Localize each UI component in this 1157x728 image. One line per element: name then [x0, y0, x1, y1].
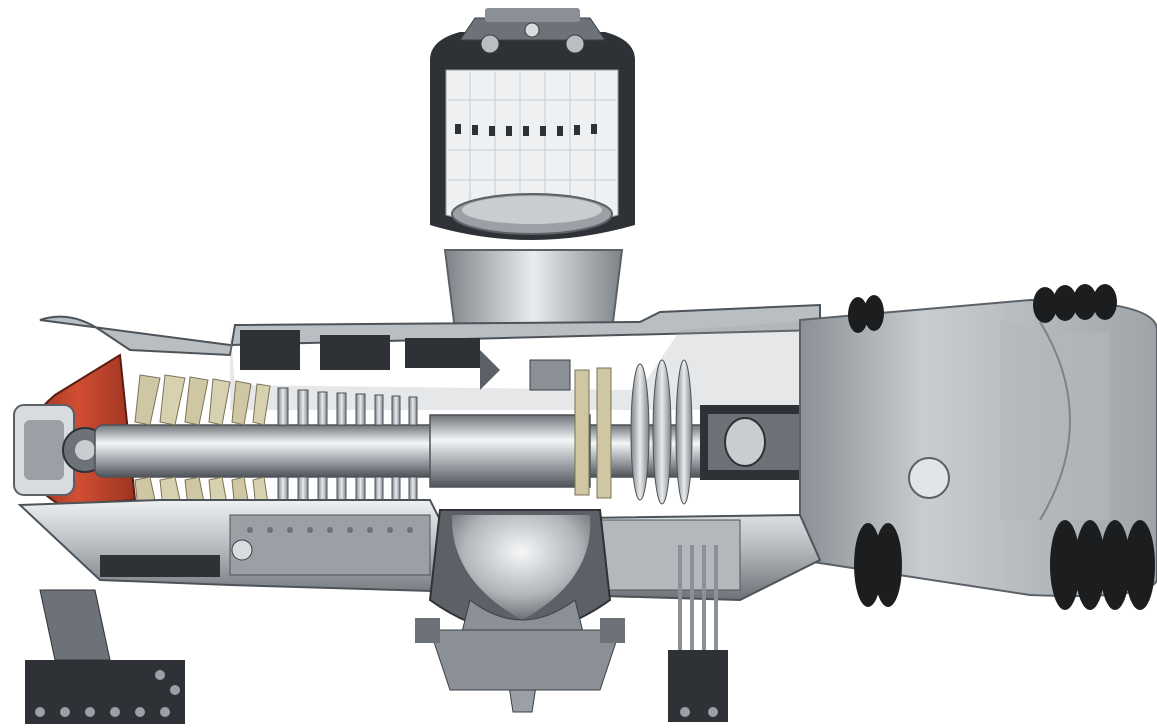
combustor-support-base: [415, 618, 625, 691]
turbine-bearing-housing: [700, 405, 815, 480]
turbine-blade-stages: [574, 359, 693, 505]
rear-support-strut: [668, 545, 728, 722]
compressor-rear-stages: [277, 387, 418, 515]
front-support-pedestal: [25, 555, 220, 724]
lower-combustor-bowl: [428, 509, 612, 713]
expansion-bellows: [848, 284, 1155, 610]
upper-casing: [39, 303, 821, 410]
combustion-chamber-silo: [430, 8, 635, 331]
lower-casing: [17, 499, 822, 602]
